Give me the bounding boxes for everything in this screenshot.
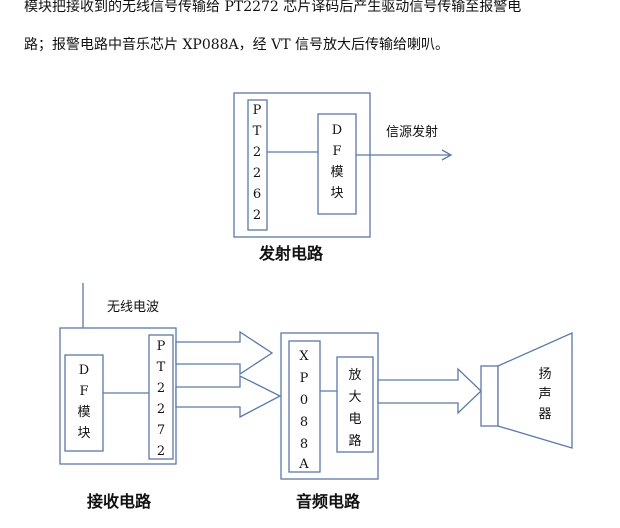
transmit-df-module-box [317,113,357,215]
receive-to-audio-arrow-top [175,330,274,376]
df-char: 块 [330,186,343,201]
pt2272-char: P [157,339,166,354]
pt2262-chip-label: P T 2 2 6 2 [253,103,262,223]
xp088a-chip-label: X P 0 8 8 A [298,349,309,472]
pt2262-char: 6 [253,187,261,202]
xp088a-char: A [298,457,309,472]
speaker-char: 器 [538,407,551,422]
df-char: D [79,363,89,378]
xp088a-char: 8 [300,437,308,452]
xp088a-chip-box [288,340,321,473]
amplifier-box [336,356,374,453]
paragraph-line-1: 模块把接收到的无线信号传输给 PT2272 芯片译码后产生驱动信号传输至报警电 [24,0,522,15]
df-char: F [79,384,88,399]
receive-df-module-label: D F 模 块 [77,363,90,441]
xp088a-char: X [299,349,309,364]
pt2262-char: P [253,103,262,118]
radio-wave-label: 无线电波 [107,300,159,315]
amp-char: 电 [348,412,361,427]
transmit-df-module-label: D F 模 块 [330,123,343,201]
pt2262-chip-box [247,99,268,231]
pt2272-chip-label: P T 2 2 7 2 [157,339,166,459]
speaker-icon [497,331,573,449]
receive-df-module-box [64,354,104,452]
pt2272-char: 2 [157,402,165,417]
df-char: 块 [77,426,90,441]
pt2272-char: 2 [157,381,165,396]
paragraph-line-2: 路；报警电路中音乐芯片 XP088A，经 VT 信号放大后传输给喇叭。 [24,37,450,53]
signal-transmit-label: 信源发射 [386,124,438,140]
df-char: F [332,144,341,159]
xp088a-char: P [300,371,309,386]
audio-circuit-caption: 音频电路 [296,492,361,511]
amp-char: 放 [348,368,361,383]
audio-to-speaker-arrow [377,367,482,415]
speaker-magnet [480,365,499,427]
pt2272-char: 7 [157,423,165,438]
speaker-char: 声 [538,387,551,402]
df-char: 模 [77,405,90,420]
pt2272-char: T [157,360,166,375]
amp-char: 路 [348,433,361,449]
pt2262-char: T [253,124,262,139]
df-char: D [332,123,342,138]
pt2262-char: 2 [253,145,261,160]
receive-circuit-caption: 接收电路 [87,492,152,511]
speaker-label: 扬 声 器 [538,367,551,422]
pt2262-char: 2 [253,208,261,223]
pt2272-chip-box [148,334,174,460]
xp088a-char: 0 [300,393,308,408]
receive-to-audio-arrow-bottom [175,374,282,419]
signal-transmit-arrowhead [441,149,453,161]
pt2262-char: 2 [253,166,261,181]
pt2272-char: 2 [157,444,165,459]
amp-char: 大 [348,390,361,405]
amplifier-label: 放 大 电 路 [348,368,361,449]
df-char: 模 [330,165,343,180]
xp088a-char: 8 [300,415,308,430]
speaker-char: 扬 [538,367,551,382]
transmit-circuit-caption: 发射电路 [258,244,324,263]
